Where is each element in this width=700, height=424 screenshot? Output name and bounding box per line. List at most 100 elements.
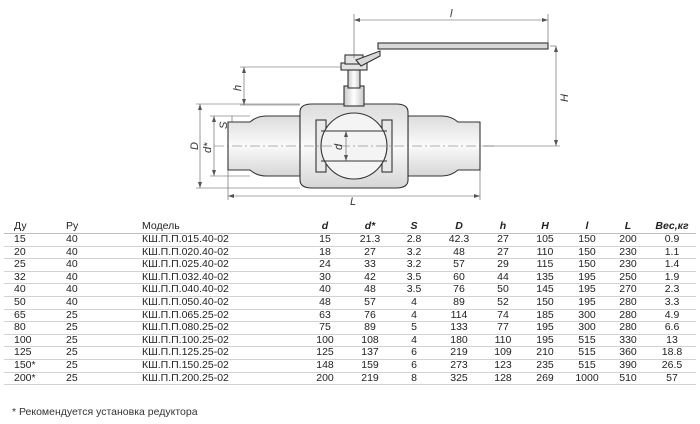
cell-L: 280 <box>608 309 648 323</box>
cell-weight: 26.5 <box>648 359 696 373</box>
cell-D: 57 <box>436 259 482 272</box>
cell-L: 280 <box>608 296 648 310</box>
cell-weight: 6.6 <box>648 322 696 335</box>
cell-d-star: 27 <box>348 246 392 260</box>
cell-weight: 1.9 <box>648 271 696 285</box>
cell-L: 360 <box>608 347 648 360</box>
cell-d: 125 <box>302 347 348 360</box>
cell-nominal-diameter: 80 <box>4 322 58 335</box>
cell-nominal-diameter: 100 <box>4 334 58 348</box>
cell-s: 4 <box>392 334 436 348</box>
cell-L: 280 <box>608 322 648 335</box>
cell-nominal-diameter: 15 <box>4 233 58 247</box>
valve-body <box>227 42 549 189</box>
dim-label-d-star: d* <box>202 142 214 153</box>
cell-model: КШ.П.П.025.40-02 <box>114 259 302 272</box>
cell-l: 195 <box>566 284 608 297</box>
cell-model: КШ.П.П.080.25-02 <box>114 322 302 335</box>
cell-h: 128 <box>482 372 524 386</box>
cell-nominal-diameter: 150* <box>4 359 58 373</box>
col-header-model: Модель <box>114 219 302 234</box>
cell-nominal-diameter: 50 <box>4 296 58 310</box>
cell-l: 150 <box>566 246 608 260</box>
dim-label-l: l <box>450 8 453 20</box>
cell-L: 270 <box>608 284 648 297</box>
dimension-labels: l H h D d* S d L <box>189 8 571 208</box>
cell-nominal-pressure: 40 <box>58 271 114 285</box>
cell-D: 60 <box>436 271 482 285</box>
cell-d: 100 <box>302 334 348 348</box>
cell-H: 115 <box>524 259 566 272</box>
cell-weight: 18.8 <box>648 347 696 360</box>
cell-H: 135 <box>524 271 566 285</box>
cell-d: 18 <box>302 246 348 260</box>
cell-d: 75 <box>302 322 348 335</box>
cell-d: 200 <box>302 372 348 386</box>
cell-model: КШ.П.П.125.25-02 <box>114 347 302 360</box>
cell-l: 195 <box>566 271 608 285</box>
cell-s: 6 <box>392 347 436 360</box>
cell-d-star: 48 <box>348 284 392 297</box>
dimension-lines <box>196 14 560 200</box>
cell-H: 110 <box>524 246 566 260</box>
cell-d: 48 <box>302 296 348 310</box>
footnote: * Рекомендуется установка редуктора <box>12 406 198 418</box>
cell-d-star: 33 <box>348 259 392 272</box>
cell-nominal-pressure: 25 <box>58 359 114 373</box>
cell-model: КШ.П.П.020.40-02 <box>114 246 302 260</box>
cell-h: 50 <box>482 284 524 297</box>
cell-weight: 13 <box>648 334 696 348</box>
cell-weight: 0.9 <box>648 233 696 247</box>
cell-model: КШ.П.П.200.25-02 <box>114 372 302 386</box>
cell-h: 27 <box>482 246 524 260</box>
dimension-arrows <box>198 18 558 198</box>
cell-L: 330 <box>608 334 648 348</box>
cell-l: 195 <box>566 296 608 310</box>
dim-label-S: S <box>218 121 230 129</box>
cell-s: 4 <box>392 296 436 310</box>
cell-d: 63 <box>302 309 348 323</box>
cell-s: 3.2 <box>392 259 436 272</box>
col-header-s: S <box>392 219 436 234</box>
cell-model: КШ.П.П.100.25-02 <box>114 334 302 348</box>
cell-d: 148 <box>302 359 348 373</box>
cell-H: 105 <box>524 233 566 247</box>
dim-label-D: D <box>189 142 201 150</box>
dim-label-H: H <box>559 94 571 102</box>
cell-d-star: 76 <box>348 309 392 323</box>
cell-nominal-pressure: 40 <box>58 296 114 310</box>
cell-nominal-diameter: 125 <box>4 347 58 360</box>
col-header-D: D <box>436 219 482 234</box>
cell-d: 24 <box>302 259 348 272</box>
cell-model: КШ.П.П.015.40-02 <box>114 233 302 247</box>
cell-weight: 57 <box>648 372 696 386</box>
cell-nominal-pressure: 40 <box>58 259 114 272</box>
cell-model: КШ.П.П.150.25-02 <box>114 359 302 373</box>
col-header-H: H <box>524 219 566 234</box>
cell-l: 515 <box>566 347 608 360</box>
cell-weight: 1.1 <box>648 246 696 260</box>
cell-d-star: 137 <box>348 347 392 360</box>
col-header-L: L <box>608 219 648 234</box>
cell-model: КШ.П.П.032.40-02 <box>114 271 302 285</box>
cell-D: 180 <box>436 334 482 348</box>
cell-D: 42.3 <box>436 233 482 247</box>
cell-nominal-diameter: 40 <box>4 284 58 297</box>
cell-h: 123 <box>482 359 524 373</box>
cell-D: 76 <box>436 284 482 297</box>
cell-model: КШ.П.П.065.25-02 <box>114 309 302 323</box>
col-header-d-star: d* <box>348 219 392 234</box>
col-header-l: l <box>566 219 608 234</box>
cell-d-star: 219 <box>348 372 392 386</box>
cell-nominal-diameter: 32 <box>4 271 58 285</box>
cell-nominal-pressure: 40 <box>58 246 114 260</box>
cell-weight: 2.3 <box>648 284 696 297</box>
cell-d: 30 <box>302 271 348 285</box>
cell-nominal-pressure: 40 <box>58 284 114 297</box>
